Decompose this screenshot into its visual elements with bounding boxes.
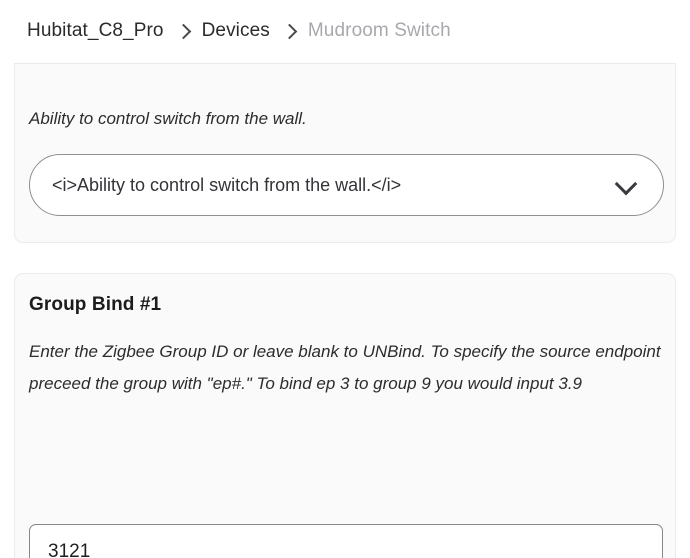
group-bind-description: Enter the Zigbee Group ID or leave blank…	[29, 342, 661, 393]
breadcrumb-item-hub[interactable]: Hubitat_C8_Pro	[27, 20, 164, 41]
group-bind-title: Group Bind #1	[29, 294, 162, 315]
chevron-right-icon	[177, 22, 189, 41]
group-bind-card: Group Bind #1 Enter the Zigbee Group ID …	[14, 273, 676, 558]
breadcrumb-item-current: Mudroom Switch	[307, 20, 451, 41]
chevron-right-icon	[283, 22, 295, 41]
clipped-section-title: Wall Switch Control	[29, 64, 207, 66]
group-bind-input-value: 3121	[48, 541, 91, 558]
breadcrumb-item-devices[interactable]: Devices	[201, 20, 270, 41]
breadcrumb: Hubitat_C8_Pro Devices Mudroom Switch	[0, 0, 690, 62]
preference-card: Wall Switch Control Ability to control s…	[14, 63, 676, 243]
chevron-down-icon[interactable]	[615, 174, 637, 196]
wall-control-select[interactable]: <i>Ability to control switch from the wa…	[29, 154, 664, 216]
preference-description: Ability to control switch from the wall.	[29, 109, 307, 128]
settings-scroll-area[interactable]: Wall Switch Control Ability to control s…	[0, 62, 690, 558]
group-bind-input[interactable]: 3121	[29, 524, 663, 558]
select-selected-value: <i>Ability to control switch from the wa…	[52, 174, 402, 195]
